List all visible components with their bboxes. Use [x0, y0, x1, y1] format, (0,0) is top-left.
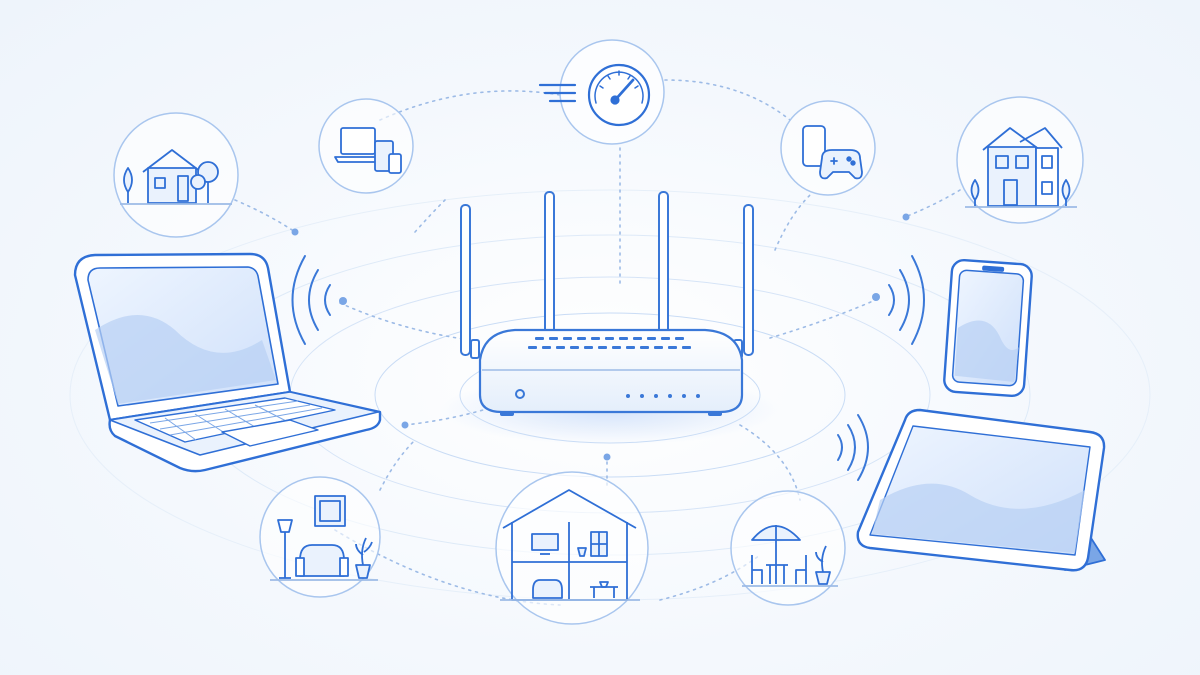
node-speed — [538, 39, 665, 145]
status-leds — [626, 394, 700, 398]
node-patio — [730, 490, 846, 606]
power-indicator — [515, 389, 525, 399]
tablet-on-stand-icon — [856, 408, 1106, 572]
node-house-outdoor — [113, 112, 239, 238]
router-vents — [528, 337, 691, 349]
laptop-tablet-phone-icon — [334, 127, 402, 174]
wifi-router-icon — [460, 191, 754, 416]
laptop-icon — [73, 252, 382, 473]
patio-umbrella-table-icon — [742, 525, 838, 587]
house-with-trees-icon — [120, 149, 232, 205]
signal-arcs-lower-right — [837, 414, 869, 481]
node-mobile-gaming — [780, 100, 876, 196]
signal-arcs-left — [291, 255, 331, 345]
node-devices — [318, 98, 414, 194]
node-whole-home — [495, 471, 649, 625]
smartphone-icon — [943, 258, 1033, 398]
phone-gamepad-icon — [802, 125, 863, 180]
armchair-lamp-plant-icon — [270, 495, 378, 581]
house-cross-section-icon — [500, 489, 640, 601]
signal-arcs-right — [888, 255, 925, 345]
node-living-room — [259, 476, 381, 598]
speedometer-icon — [538, 63, 651, 127]
connection-dots — [291, 213, 910, 461]
node-two-storey-house — [956, 96, 1084, 224]
two-storey-house-icon — [965, 127, 1077, 208]
